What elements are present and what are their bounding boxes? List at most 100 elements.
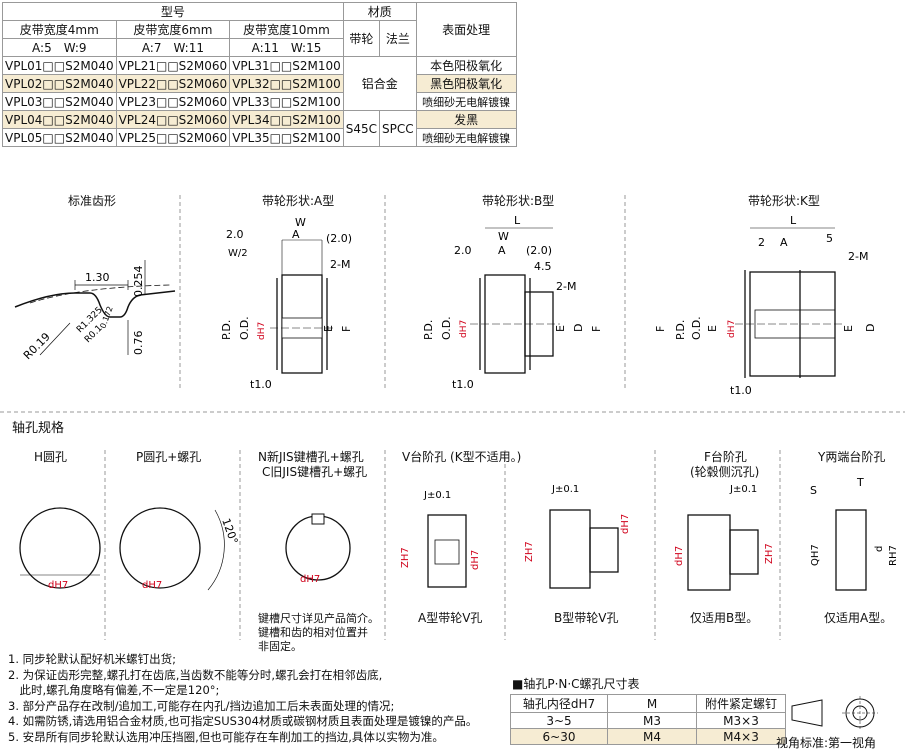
Y-Q: QH7 xyxy=(810,544,821,566)
screw-header: M xyxy=(607,694,697,713)
typeK-dH7: dH7 xyxy=(727,320,737,338)
model-cell: VPL02□□S2M040 xyxy=(2,74,117,93)
surface-cell: 本色阳极氧化 xyxy=(415,56,517,75)
typeK-F: F xyxy=(654,326,667,332)
projection-label: 视角标准:第一视角 xyxy=(776,736,877,750)
bore-V-title: V台阶孔 (K型不适用。) xyxy=(402,450,522,464)
N-dH7: dH7 xyxy=(300,574,320,585)
typeA-A: A xyxy=(292,228,300,241)
typeK-D: D xyxy=(864,324,877,332)
model-cell: VPL03□□S2M040 xyxy=(2,92,117,111)
typeB-dH7: dH7 xyxy=(459,320,469,338)
typeA-W2: W/2 xyxy=(228,248,248,259)
note-line: 3. 部分产品存在改制/追加工,可能存在内孔/挡边追加工后未表面处理的情况; xyxy=(8,698,395,713)
surface-cell: 喷细砂无电解镀镍 xyxy=(415,128,517,147)
surface-cell: 黑色阳极氧化 xyxy=(415,74,517,93)
model-cell: VPL21□□S2M060 xyxy=(115,56,231,75)
bore-drawings: dH7 120° dH7 dH7 J±0.1 ZH7 dH7 J±0.1 ZH7… xyxy=(19,476,899,591)
projection-symbol xyxy=(791,696,878,730)
VA-Z: ZH7 xyxy=(400,547,411,568)
typeK-t10: t1.0 xyxy=(730,384,752,397)
belt-6mm: 皮带宽度6mm xyxy=(115,20,231,39)
note-line: 此时,螺孔角度略有偏差,不一定是120°; xyxy=(8,683,220,697)
material-s45c: S45C xyxy=(342,110,381,147)
key-note-line: 键槽尺寸详见产品简介。 xyxy=(258,612,379,625)
typeA-F: F xyxy=(340,326,353,332)
typeA-E: E xyxy=(322,325,335,332)
typeB-2-0: 2.0 xyxy=(454,244,472,257)
model-cell: VPL35□□S2M100 xyxy=(229,128,344,147)
typeK-L: L xyxy=(790,214,797,227)
typeB-A: A xyxy=(498,244,506,257)
typeB-drawing: L W A 2.0 (2.0) 4.5 2-M P.D. O.D. dH7 E … xyxy=(422,214,603,391)
note-line: 1. 同步轮默认配好机米螺钉出货; xyxy=(8,652,177,666)
typeK-E: E xyxy=(706,325,719,332)
typeB-L: L xyxy=(514,214,521,227)
Y-d: d xyxy=(874,546,885,552)
typeB-4-5: 4.5 xyxy=(534,260,552,273)
sub-6mm: A:7 W:11 xyxy=(115,38,231,57)
screw-header: 轴孔内径dH7 xyxy=(510,694,608,713)
table-row: VPL04□□S2M040 VPL24□□S2M060 VPL34□□S2M10… xyxy=(2,110,517,147)
Y-T: T xyxy=(856,476,864,489)
tooth-title: 标准齿形 xyxy=(68,194,117,208)
table-row: VPL02□□S2M040 VPL22□□S2M060 VPL32□□S2M10… xyxy=(2,74,517,93)
model-cell: VPL22□□S2M060 xyxy=(115,74,231,93)
model-cell: VPL31□□S2M100 xyxy=(229,56,344,75)
sub-10mm: A:11 W:15 xyxy=(229,38,344,57)
typeA-OD: O.D. xyxy=(238,316,251,340)
VB-J: J±0.1 xyxy=(551,484,579,495)
typeK-OD: O.D. xyxy=(690,316,703,340)
screw-cell: 6~30 xyxy=(510,728,608,745)
typeA-t10: t1.0 xyxy=(250,378,272,391)
typeB-E: E xyxy=(554,325,567,332)
key-note-line: 键槽和齿的相对位置并 xyxy=(258,626,368,639)
typeK-5: 5 xyxy=(826,232,833,245)
bore-N1-title: N新JIS键槽孔+螺孔 xyxy=(258,450,364,464)
F-Z: ZH7 xyxy=(764,543,775,564)
typeA-title: 带轮形状:A型 xyxy=(262,194,335,208)
typeB-PD: P.D. xyxy=(422,320,435,340)
bore-Y-title: Y两端台阶孔 xyxy=(818,450,886,464)
table-row: 3~5 M3 M3×3 xyxy=(510,712,786,729)
spec-table: 型号 材质 表面处理 皮带宽度4mm 皮带宽度6mm 皮带宽度10mm 带轮 法… xyxy=(2,2,517,147)
onlyB-caption: 仅适用B型。 xyxy=(690,611,759,625)
col-model: 型号 xyxy=(2,2,344,21)
model-cell: VPL24□□S2M060 xyxy=(115,110,231,129)
typeB-OD: O.D. xyxy=(440,316,453,340)
typeK-E2: E xyxy=(842,325,855,332)
sub-4mm: A:5 W:9 xyxy=(2,38,117,57)
belt-10mm: 皮带宽度10mm xyxy=(229,20,344,39)
model-cell: VPL25□□S2M060 xyxy=(115,128,231,147)
typeB-2M: 2-M xyxy=(556,280,576,293)
typeA-2-0: 2.0 xyxy=(226,228,244,241)
typeB-D: D xyxy=(572,324,585,332)
bore-P-title: P圆孔+螺孔 xyxy=(136,450,202,464)
note-line: 5. 安昂所有同步轮默认选用冲压挡圈,但也可能存在车削加工的挡边,具体以实物为准… xyxy=(8,729,444,744)
VB-dH7: dH7 xyxy=(620,514,631,534)
tooth-profile-drawing: 1.30 0.254 R1.325 R0.1 0.172 R0.19 0.76 xyxy=(14,260,176,362)
col-pulley: 带轮 xyxy=(342,20,381,57)
bore-F2-title: (轮毂侧沉孔) xyxy=(690,465,760,479)
model-cell: VPL23□□S2M060 xyxy=(115,92,231,111)
material-al: 铝合金 xyxy=(342,56,417,111)
VA-dH7: dH7 xyxy=(470,550,481,570)
onlyA-caption: 仅适用A型。 xyxy=(824,611,893,625)
P-120: 120° xyxy=(219,517,240,546)
F-J: J±0.1 xyxy=(729,484,757,495)
note-line: 2. 为保证齿形完整,螺孔打在齿底,当齿数不能等分时,螺孔会打在相邻齿底, xyxy=(8,667,383,682)
key-note: 键槽尺寸详见产品简介。 键槽和齿的相对位置并 非固定。 xyxy=(258,612,379,654)
typeA-2M: 2-M xyxy=(330,258,350,271)
P-dH7: dH7 xyxy=(142,580,162,591)
key-note-line: 非固定。 xyxy=(258,640,302,653)
screw-cell: M3 xyxy=(607,712,697,729)
model-cell: VPL05□□S2M040 xyxy=(2,128,117,147)
Y-S: S xyxy=(810,484,817,497)
surface-cell: 喷细砂无电解镀镍 xyxy=(415,92,517,111)
typeB-F: F xyxy=(590,326,603,332)
col-flange: 法兰 xyxy=(379,20,417,57)
bore-H-title: H圆孔 xyxy=(34,450,68,464)
screw-cell: 3~5 xyxy=(510,712,608,729)
screw-header: 附件紧定螺钉 xyxy=(696,694,786,713)
screw-table: 轴孔内径dH7 M 附件紧定螺钉 3~5 M3 M3×3 6~30 M4 M4×… xyxy=(510,694,786,745)
